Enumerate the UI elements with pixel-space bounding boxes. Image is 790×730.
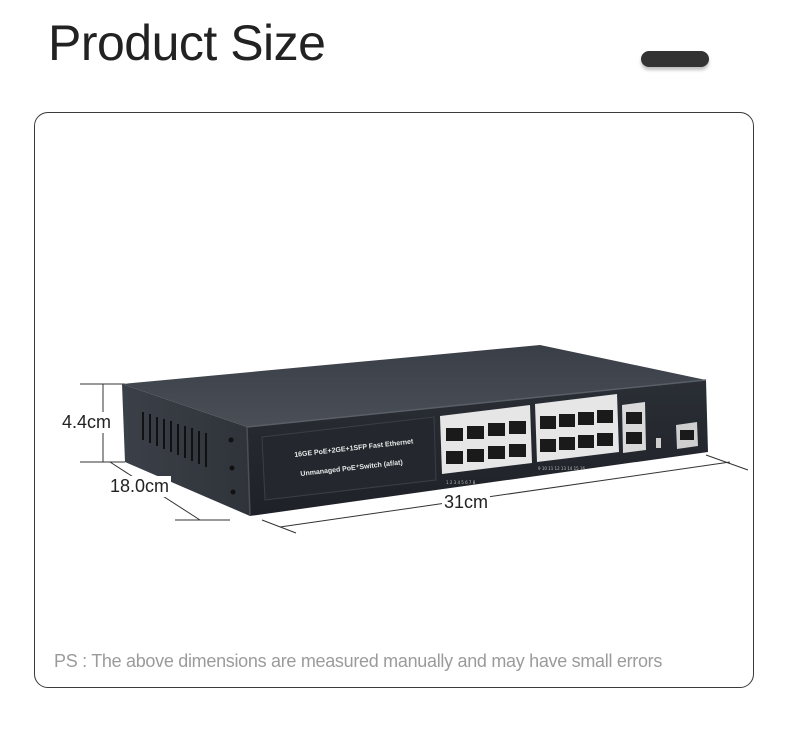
port-number-labels: 1 2 3 4 5 6 7 8 9 10 11 12 13 14 15 16	[446, 466, 586, 485]
width-dimension-lines	[261, 454, 749, 534]
page-title: Product Size	[48, 15, 326, 71]
depth-dimension-label: 18.0cm	[108, 476, 172, 497]
dip-switch	[656, 438, 661, 448]
mount-holes	[228, 437, 236, 495]
measurement-note: PS : The above dimensions are measured m…	[54, 651, 663, 671]
width-dimension-label: 31cm	[442, 492, 491, 513]
port-block-9-16	[535, 394, 619, 462]
title-decoration-bar	[641, 51, 709, 67]
svg-text:1 2 3 4 5 6 7 8: 1 2 3 4 5 6 7 8	[446, 480, 476, 485]
front-label-panel	[261, 416, 437, 501]
height-dimension-label: 4.4cm	[60, 412, 114, 433]
svg-text:9 10 11 12 13 14 15 16: 9 10 11 12 13 14 15 16	[538, 466, 586, 471]
port-block-1-8	[440, 405, 532, 474]
side-vents	[142, 412, 207, 467]
sfp-port	[676, 422, 698, 449]
product-frame	[34, 112, 754, 688]
uplink-ports	[622, 402, 646, 453]
device-top-face	[122, 345, 706, 427]
